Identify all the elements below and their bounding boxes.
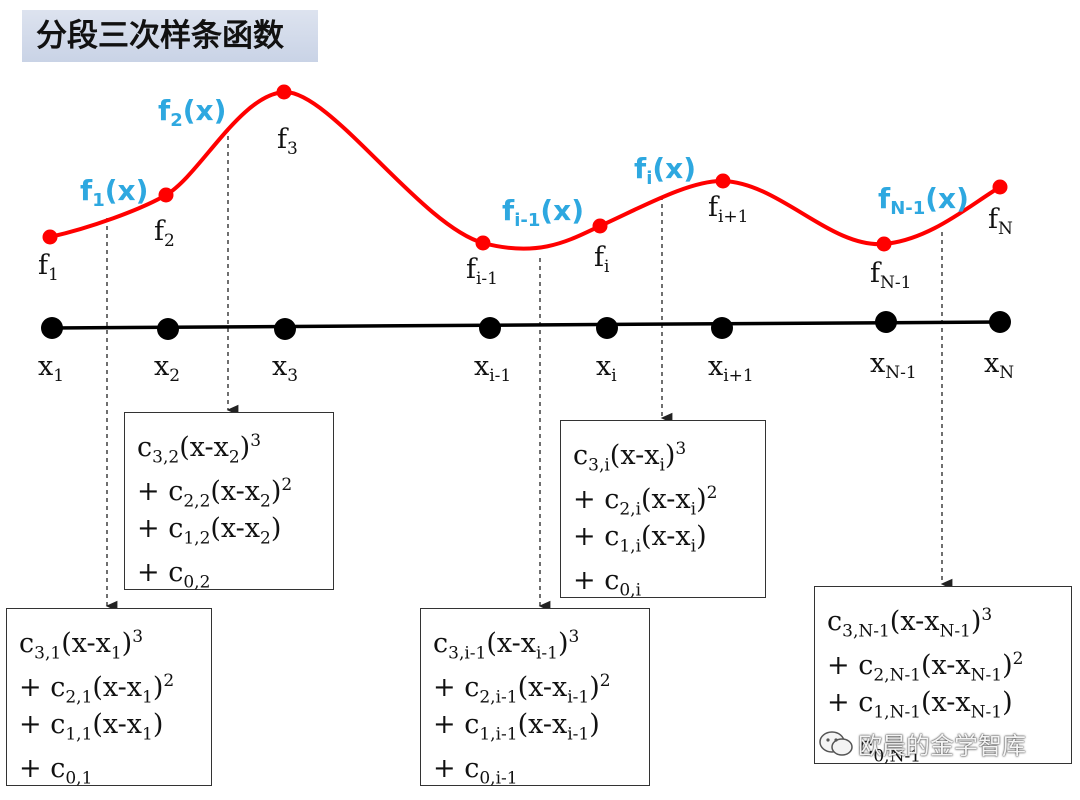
watermark-text: 欧晨的金学智库 <box>858 732 1026 760</box>
formula-box-2: c3,2(x-x2)3 + c2,2(x-x2)2 + c1,2(x-x2) +… <box>124 412 334 592</box>
f-label-i-1: fi-1 <box>466 254 498 289</box>
x-label-3: x3 <box>272 351 298 386</box>
curve-label-fN-1: fN-1(x) <box>878 182 969 219</box>
x-label-i-1: xi-1 <box>474 351 511 386</box>
term-constant: + c0,2 <box>137 557 211 593</box>
f-label-i+1: fi+1 <box>708 192 749 227</box>
x-node-N <box>989 311 1011 333</box>
f-label-3: f3 <box>277 124 298 159</box>
spline-curve <box>49 89 1002 251</box>
f-node-i+1 <box>715 173 731 189</box>
x-label-1: x1 <box>38 351 64 386</box>
f-node-N <box>992 179 1008 195</box>
term-linear: + c1,1(x-x1) <box>19 709 164 745</box>
x-label-2: x2 <box>154 351 180 386</box>
f-label-1: f1 <box>38 250 59 285</box>
term-linear: + c1,2(x-x2) <box>137 513 282 549</box>
curve-label-f2: f2(x) <box>158 94 226 131</box>
x-node-N-1 <box>875 311 897 333</box>
x-label-i+1: xi+1 <box>708 351 754 386</box>
curve-label-f1: f1(x) <box>80 174 148 211</box>
term-linear: + c1,N-1(x-xN-1) <box>827 687 1013 723</box>
term-cubic: c3,i(x-xi)3 <box>573 439 687 476</box>
term-quadratic: + c2,i-1(x-xi-1)2 <box>433 671 611 708</box>
x-node-i-1 <box>479 317 501 339</box>
term-cubic: c3,1(x-x1)3 <box>19 627 144 664</box>
formula-box-i-1: c3,i-1(x-xi-1)3 + c2,i-1(x-xi-1)2 + c1,i… <box>420 608 650 788</box>
x-node-3 <box>274 318 296 340</box>
f-label-i: fi <box>594 242 610 277</box>
f-node-N-1 <box>876 236 892 252</box>
x-axis <box>51 320 1001 330</box>
f-label-2: f2 <box>154 216 175 251</box>
x-node-1 <box>41 317 63 339</box>
page-title: 分段三次样条函数 <box>22 10 318 62</box>
term-constant: + c0,1 <box>19 753 93 789</box>
formula-box-1: c3,1(x-x1)3 + c2,1(x-x1)2 + c1,1(x-x1) +… <box>6 608 212 788</box>
x-nodes <box>41 311 1011 340</box>
f-node-i-1 <box>475 235 491 251</box>
term-quadratic: + c2,i(x-xi)2 <box>573 483 718 520</box>
term-cubic: c3,2(x-x2)3 <box>137 431 262 468</box>
wechat-icon <box>819 731 853 756</box>
f-node-1 <box>42 229 58 245</box>
x-node-i <box>596 317 618 339</box>
term-linear: + c1,i-1(x-xi-1) <box>433 709 600 745</box>
f-node-3 <box>276 84 292 100</box>
formula-box-i: c3,i(x-xi)3 + c2,i(x-xi)2 + c1,i(x-xi) +… <box>560 420 766 600</box>
curve-label-fi-1: fi-1(x) <box>502 194 584 231</box>
term-linear: + c1,i(x-xi) <box>573 521 707 557</box>
x-label-i: xi <box>596 351 617 386</box>
term-quadratic: + c2,2(x-x2)2 <box>137 475 293 512</box>
term-cubic: c3,N-1(x-xN-1)3 <box>827 605 993 642</box>
f-label-N-1: fN-1 <box>870 258 911 293</box>
x-label-N: xN <box>984 348 1014 383</box>
term-constant: + c0,i-1 <box>433 753 518 789</box>
f-nodes <box>42 84 1008 252</box>
curve-label-fi: fi(x) <box>634 152 696 189</box>
term-quadratic: + c2,1(x-x1)2 <box>19 671 175 708</box>
term-quadratic: + c2,N-1(x-xN-1)2 <box>827 649 1024 686</box>
x-node-i+1 <box>711 317 733 339</box>
x-node-2 <box>157 318 179 340</box>
f-label-N: fN <box>988 204 1013 239</box>
f-node-2 <box>158 187 174 203</box>
term-cubic: c3,i-1(x-xi-1)3 <box>433 627 580 664</box>
x-label-N-1: xN-1 <box>870 348 917 383</box>
term-constant: + c0,i <box>573 565 641 601</box>
f-node-i <box>592 218 608 234</box>
